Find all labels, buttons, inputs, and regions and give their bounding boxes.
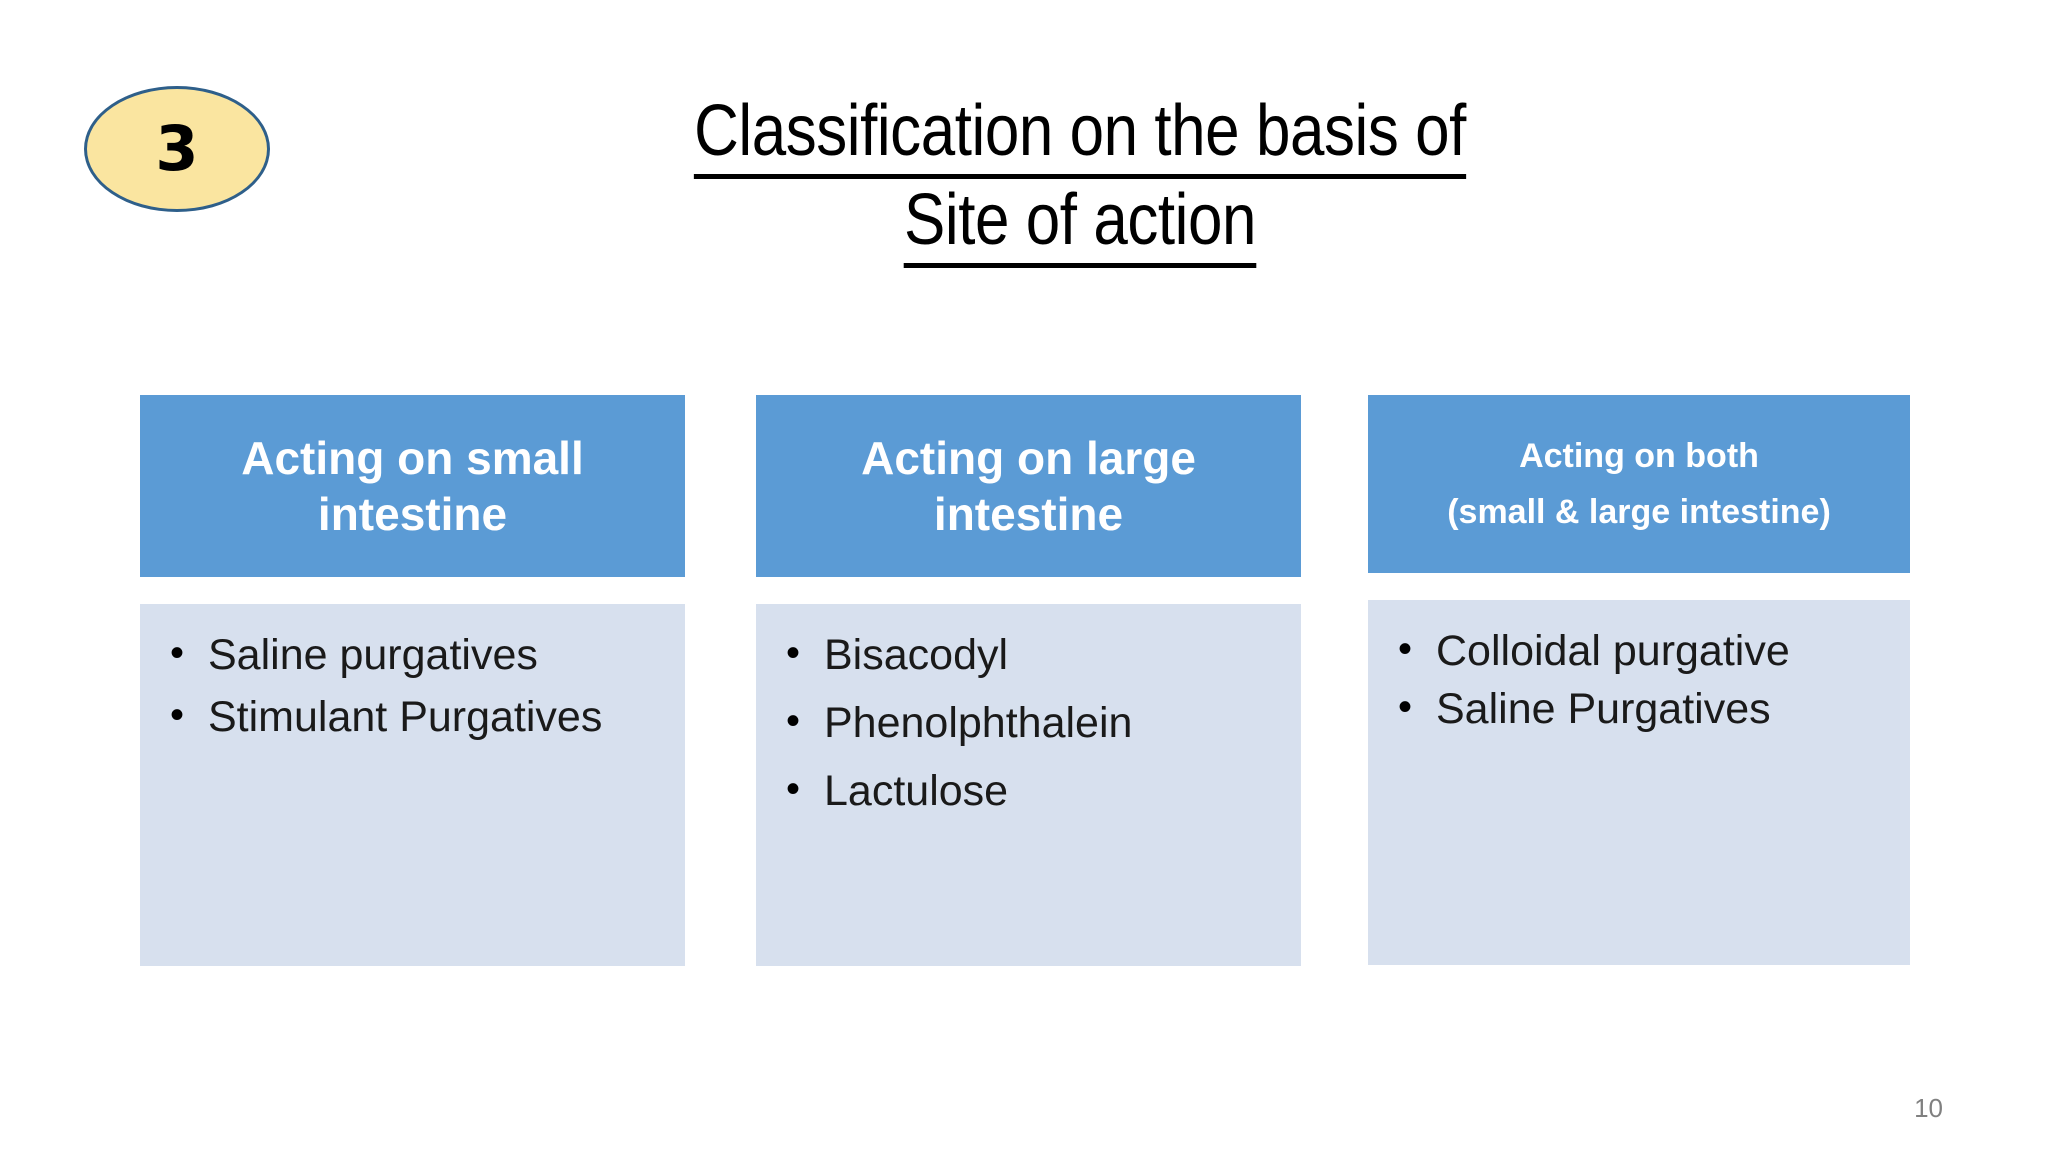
drug-list-both-intestines: Colloidal purgative Saline Purgatives	[1384, 622, 1892, 736]
list-item: Stimulant Purgatives	[156, 688, 667, 744]
drug-list-small-intestine: Saline purgatives Stimulant Purgatives	[156, 626, 667, 744]
list-item: Phenolphthalein	[772, 694, 1283, 750]
column-header-small-intestine: Acting on small intestine	[140, 395, 685, 577]
column-small-intestine: Acting on small intestine Saline purgati…	[140, 395, 685, 966]
list-item: Bisacodyl	[772, 626, 1283, 682]
column-header-line-1: Acting on large	[861, 432, 1196, 484]
column-header-line-2: (small & large intestine)	[1447, 493, 1831, 531]
slide-number-badge: 3	[84, 86, 270, 212]
column-body-small-intestine: Saline purgatives Stimulant Purgatives	[140, 604, 685, 966]
list-item: Lactulose	[772, 762, 1283, 818]
column-large-intestine: Acting on large intestine Bisacodyl Phen…	[756, 395, 1301, 966]
list-item: Saline purgatives	[156, 626, 667, 682]
page-title-line-1: Classification on the basis of	[547, 90, 1613, 179]
list-item: Colloidal purgative	[1384, 622, 1892, 678]
column-body-both-intestines: Colloidal purgative Saline Purgatives	[1368, 600, 1910, 965]
column-body-large-intestine: Bisacodyl Phenolphthalein Lactulose	[756, 604, 1301, 966]
drug-list-large-intestine: Bisacodyl Phenolphthalein Lactulose	[772, 626, 1283, 818]
column-header-both-intestines: Acting on both (small & large intestine)	[1368, 395, 1910, 573]
page-title: Classification on the basis of Site of a…	[460, 90, 1700, 268]
column-header-line-1: Acting on both	[1519, 437, 1759, 475]
page-title-line-1-text: Classification on the basis of	[694, 90, 1466, 179]
column-both-intestines: Acting on both (small & large intestine)…	[1368, 395, 1910, 965]
column-header-line-2: intestine	[933, 488, 1124, 540]
column-header-line-2: intestine	[317, 488, 508, 540]
column-header-large-intestine: Acting on large intestine	[756, 395, 1301, 577]
slide-number-badge-text: 3	[155, 112, 199, 185]
category-columns: Acting on small intestine Saline purgati…	[0, 395, 2048, 995]
page-title-line-2-text: Site of action	[904, 179, 1256, 268]
column-header-line-1: Acting on small	[241, 432, 584, 484]
page-number: 10	[1914, 1093, 1943, 1123]
page-title-line-2: Site of action	[547, 179, 1613, 268]
list-item: Saline Purgatives	[1384, 680, 1892, 736]
